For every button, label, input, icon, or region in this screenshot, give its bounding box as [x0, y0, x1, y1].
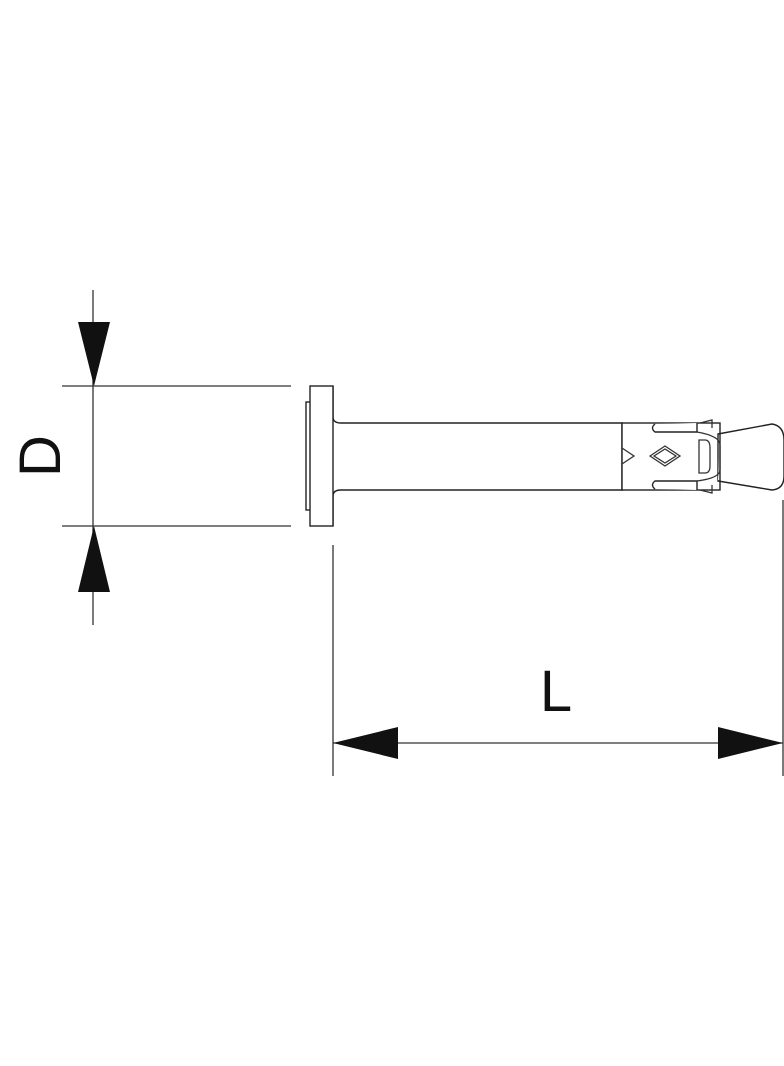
sleeve-tab — [696, 431, 721, 482]
length-dimension: L — [332, 500, 784, 776]
sleeve-slot-bottom — [651, 480, 698, 490]
expansion-sleeve — [621, 422, 721, 491]
arrow-up-icon — [78, 526, 110, 592]
arrow-left-icon — [333, 727, 398, 759]
sleeve-barb-bottom — [699, 485, 713, 494]
sleeve-notch — [621, 447, 636, 465]
arrow-down-icon — [78, 322, 110, 386]
sleeve-barb-top — [699, 419, 713, 428]
arrow-right-icon — [718, 727, 783, 759]
sleeve-d-slot — [698, 439, 711, 474]
length-label: L — [540, 659, 572, 724]
sleeve-diamond — [648, 445, 682, 467]
diameter-label: D — [8, 435, 73, 477]
expansion-cone — [717, 423, 784, 491]
bolt-head — [309, 385, 334, 527]
anchor-bolt — [305, 385, 784, 527]
sleeve-slot-top — [651, 423, 698, 433]
bolt-shaft — [332, 386, 623, 526]
diameter-dimension: D — [8, 290, 291, 625]
